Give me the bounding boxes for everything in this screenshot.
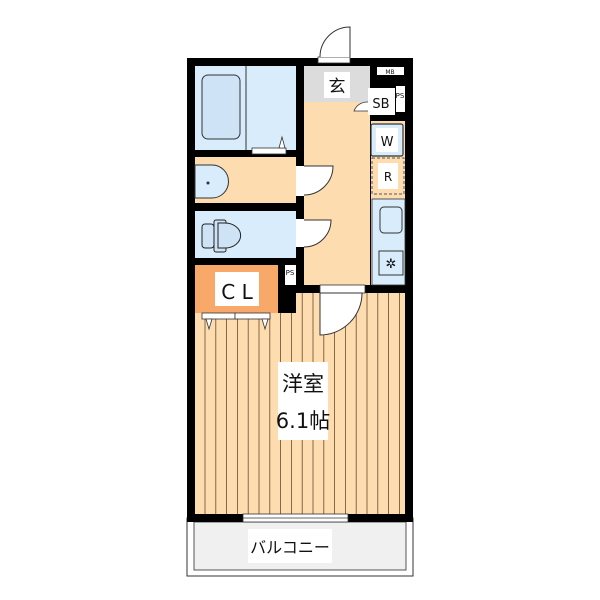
- pipe-space-label-1: PS: [396, 92, 405, 100]
- entrance-label: 玄: [329, 77, 346, 97]
- kitchen-sink-icon: [379, 206, 403, 234]
- entry-door-icon: [319, 26, 351, 58]
- shoe-box-label: SB: [372, 97, 389, 112]
- pipe-space-label-2: PS: [286, 269, 295, 277]
- room-name-label: 洋室: [282, 372, 324, 396]
- balcony-label: バルコニー: [250, 538, 330, 557]
- shoe-box: [368, 88, 395, 115]
- meter-box-label: MB: [385, 69, 394, 76]
- hallway: [304, 102, 370, 285]
- refrigerator-label: R: [384, 170, 392, 184]
- room-size-label: 6.1帖: [276, 409, 330, 433]
- washer-label: W: [381, 135, 394, 150]
- stove-burner-icon: ✲: [386, 257, 397, 272]
- room-door-icon: [319, 292, 363, 336]
- sink-icon: [194, 164, 229, 199]
- toilet-door-icon: [303, 219, 332, 248]
- washroom-door-icon: [303, 165, 334, 196]
- refrigerator-space: [371, 157, 405, 195]
- closet-label: C L: [221, 280, 253, 304]
- toilet-icon: [201, 219, 242, 253]
- bathtub-icon: [201, 74, 241, 140]
- stove-icon: [378, 250, 404, 276]
